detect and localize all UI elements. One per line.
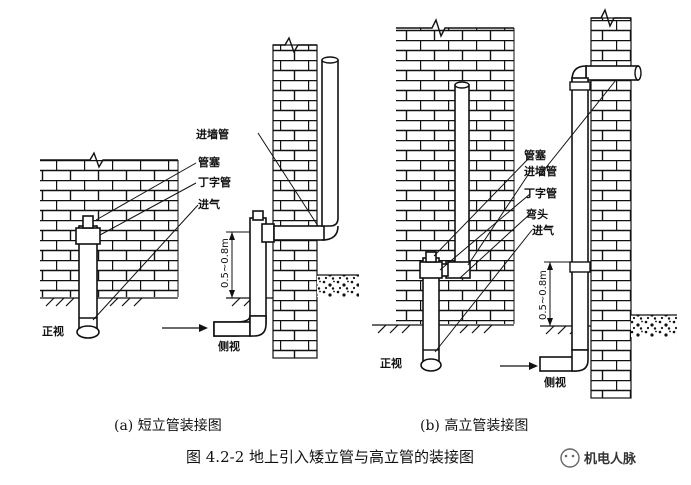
a-label-vent: 进气 <box>198 197 220 211</box>
b-label-vent: 进气 <box>532 223 554 237</box>
a-label-side: 侧视 <box>218 339 240 353</box>
a-side-wall-break-line <box>273 36 317 54</box>
a-front-plug <box>82 215 94 229</box>
a-front-view: 管塞 丁字管 进气 正视 <box>40 151 231 339</box>
figure-title: 图 4.2-2 地上引入矮立管与高立管的装接图 <box>186 448 474 466</box>
a-side-view: 0.5~0.8m 进墙管 侧视 <box>162 36 359 359</box>
wechat-icon <box>560 448 580 468</box>
caption-a: (a) 短立管装接图 <box>114 417 222 434</box>
a-front-wall-break-line <box>40 151 178 169</box>
a-front-elbow <box>76 325 100 339</box>
b-front-elbow <box>445 261 471 279</box>
a-label-plug: 管塞 <box>198 155 221 169</box>
b-label-side: 侧视 <box>544 375 566 389</box>
b-label-wallpipe: 进墙管 <box>524 164 557 178</box>
b-front-tee <box>419 261 443 279</box>
a-front-tee <box>75 227 101 245</box>
a-dim-label: 0.5~0.8m <box>220 238 231 288</box>
a-side-wall-pipe <box>273 225 325 241</box>
b-label-elbow: 弯头 <box>526 207 548 221</box>
b-front-view: 管塞 进墙管 丁字管 弯头 进气 正视 <box>372 18 557 372</box>
a-label-front: 正视 <box>42 324 64 338</box>
b-front-bottom-elbow <box>420 358 442 372</box>
a-front-wall <box>40 160 178 297</box>
b-side-view: 0.5~0.8m 侧视 <box>500 8 677 399</box>
a-side-tee <box>261 223 275 243</box>
b-front-ground <box>372 324 514 334</box>
a-side-wall <box>272 44 318 359</box>
b-label-tee: 丁字管 <box>524 186 557 200</box>
b-side-inlet <box>539 356 577 372</box>
a-front-ground <box>40 297 178 307</box>
b-front-upper-pipe <box>454 84 470 269</box>
b-side-wall-pipe <box>585 65 639 81</box>
watermark: 机电人脉 <box>560 448 637 468</box>
b-dim-label: 0.5~0.8m <box>538 270 549 320</box>
b-side-wall <box>590 17 632 399</box>
a-label-tee: 丁字管 <box>198 175 231 189</box>
a-side-inner-elbow <box>321 59 339 227</box>
caption-b: (b) 高立管装接图 <box>420 417 528 434</box>
a-side-plug <box>252 210 264 221</box>
b-side-wall-break-line <box>591 8 631 28</box>
a-label-wallpipe: 进墙管 <box>196 127 229 141</box>
b-front-wall-break-line <box>396 18 514 38</box>
b-front-plug <box>425 251 437 263</box>
b-label-plug: 管塞 <box>524 148 547 162</box>
b-label-front: 正视 <box>380 356 402 370</box>
b-side-bottom-elbow <box>571 349 589 372</box>
watermark-text: 机电人脉 <box>584 451 637 467</box>
